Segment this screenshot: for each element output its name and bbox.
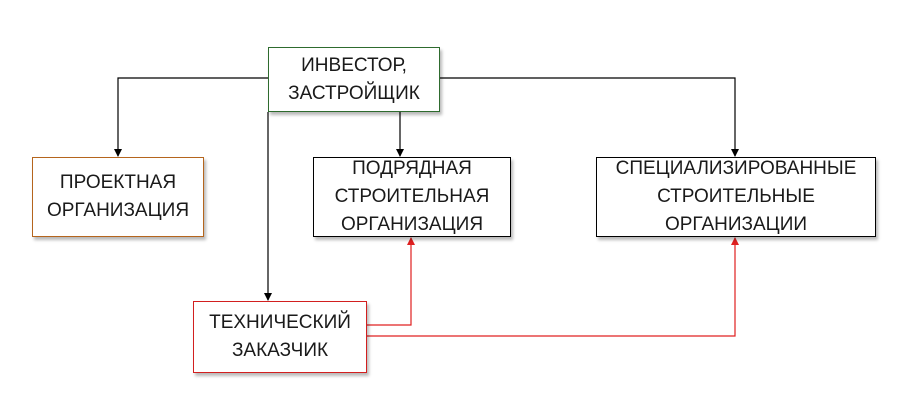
design-organization-box: ПРОЕКТНАЯ ОРГАНИЗАЦИЯ <box>32 157 204 237</box>
specialized-organizations-box: СПЕЦИАЛИЗИРОВАННЫЕ СТРОИТЕЛЬНЫЕ ОРГАНИЗА… <box>596 157 876 237</box>
technical-customer-box: ТЕХНИЧЕСКИЙ ЗАКАЗЧИК <box>193 301 367 373</box>
connector-customer-to-specialized <box>367 237 739 337</box>
contractor-organization-box: ПОДРЯДНАЯ СТРОИТЕЛЬНАЯ ОРГАНИЗАЦИЯ <box>313 157 511 237</box>
connector-customer-to-contractor <box>367 237 415 326</box>
contractor-organization-label: ПОДРЯДНАЯ СТРОИТЕЛЬНАЯ ОРГАНИЗАЦИЯ <box>334 158 490 235</box>
specialized-organizations-label: СПЕЦИАЛИЗИРОВАННЫЕ СТРОИТЕЛЬНЫЕ ОРГАНИЗА… <box>615 158 857 235</box>
investor-developer-box: ИНВЕСТОР, ЗАСТРОЙЩИК <box>268 47 440 112</box>
technical-customer-label: ТЕХНИЧЕСКИЙ ЗАКАЗЧИК <box>209 312 351 361</box>
connector-investor-to-specialized <box>440 77 739 157</box>
connector-investor-to-design-org <box>114 77 268 157</box>
design-organization-label: ПРОЕКТНАЯ ОРГАНИЗАЦИЯ <box>46 172 190 221</box>
investor-developer-label: ИНВЕСТОР, ЗАСТРОЙЩИК <box>288 54 420 104</box>
